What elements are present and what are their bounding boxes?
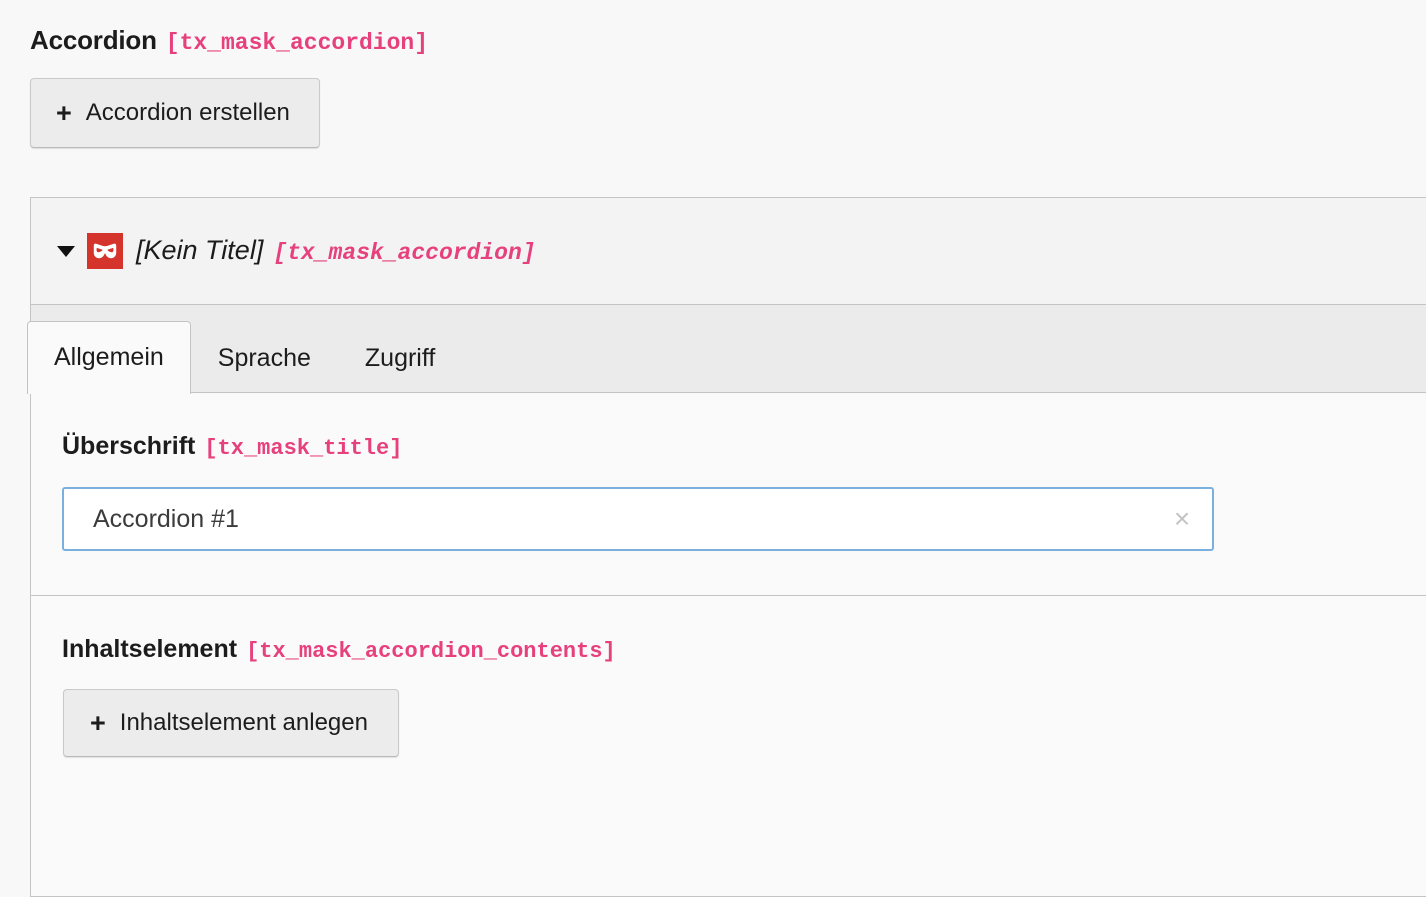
field-inhaltselement-label: Inhaltselement [tx_mask_accordion_content… [62,635,1426,665]
close-icon[interactable]: × [1168,505,1196,533]
page-title-text: Accordion [30,25,157,55]
field-inhaltselement-label-text: Inhaltselement [62,635,238,664]
create-accordion-button[interactable]: + Accordion erstellen [30,78,320,149]
tab-allgemein-label: Allgemein [54,343,164,371]
record-title-text: [Kein Titel] [136,234,264,265]
field-ueberschrift: Überschrift [tx_mask_title] × [31,393,1426,597]
field-inhaltselement-field-name: [tx_mask_accordion_contents] [246,639,616,665]
tab-sprache[interactable]: Sprache [191,321,338,393]
chevron-down-icon[interactable] [57,245,75,257]
tab-list: Allgemein Sprache Zugriff [27,306,462,394]
field-ueberschrift-field-name: [tx_mask_title] [204,436,403,461]
title-input[interactable] [62,487,1214,552]
tab-sprache-label: Sprache [217,344,311,372]
tab-strip: Allgemein Sprache Zugriff [27,305,1426,394]
create-accordion-button-label: Accordion erstellen [85,99,290,127]
field-ueberschrift-label: Überschrift [tx_mask_title] [62,432,1426,461]
page-title: Accordion [tx_mask_accordion] [30,26,1410,56]
field-inhaltselement: Inhaltselement [tx_mask_accordion_content… [31,596,1426,801]
record-title: [Kein Titel] [tx_mask_accordion] [136,234,536,266]
accordion-record-panel: [Kein Titel] [tx_mask_accordion] Allgemei… [27,197,1426,897]
plus-icon: + [90,707,106,738]
field-ueberschrift-label-text: Überschrift [62,432,196,460]
tab-zugriff[interactable]: Zugriff [338,321,462,393]
tab-zugriff-label: Zugriff [364,344,436,372]
tab-allgemein[interactable]: Allgemein [27,321,191,394]
create-content-element-button[interactable]: + Inhaltselement anlegen [63,689,399,758]
title-input-wrapper: × [62,487,1214,552]
record-header[interactable]: [Kein Titel] [tx_mask_accordion] [31,198,1426,305]
mask-icon [87,233,123,269]
accordion-section: Accordion [tx_mask_accordion] + Accordion… [30,26,1410,149]
page-title-table-name: [tx_mask_accordion] [165,30,429,56]
plus-icon: + [56,97,72,128]
tab-panel-allgemein: Überschrift [tx_mask_title] × Inhaltselem… [31,393,1426,802]
create-content-element-button-label: Inhaltselement anlegen [119,709,368,737]
record-table-name: [tx_mask_accordion] [273,239,536,266]
